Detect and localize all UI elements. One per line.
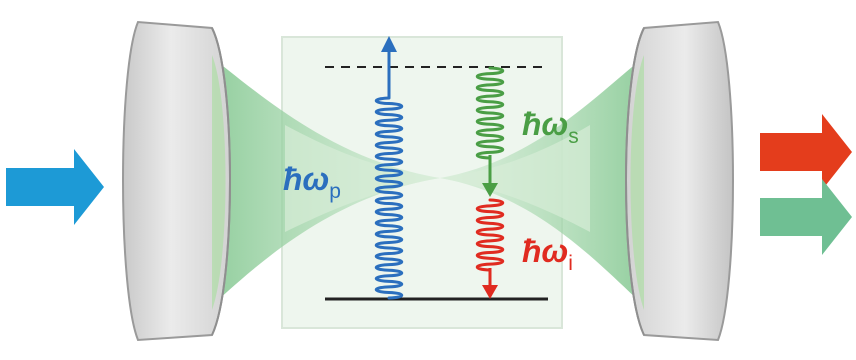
pump-label: ħωp <box>283 161 341 203</box>
output-idler-arrow <box>760 179 852 255</box>
idler-label: ħωi <box>522 233 573 275</box>
idler-photon-arrow <box>475 198 505 299</box>
pump-photon-arrow <box>374 36 404 300</box>
right-mirror <box>625 20 734 342</box>
cavity-beam <box>205 52 651 312</box>
signal-label: ħωs <box>522 106 579 148</box>
signal-photon-arrow <box>475 66 505 197</box>
left-mirror <box>122 20 231 342</box>
input-pump-arrow <box>6 149 104 225</box>
output-signal-arrow <box>760 114 852 190</box>
